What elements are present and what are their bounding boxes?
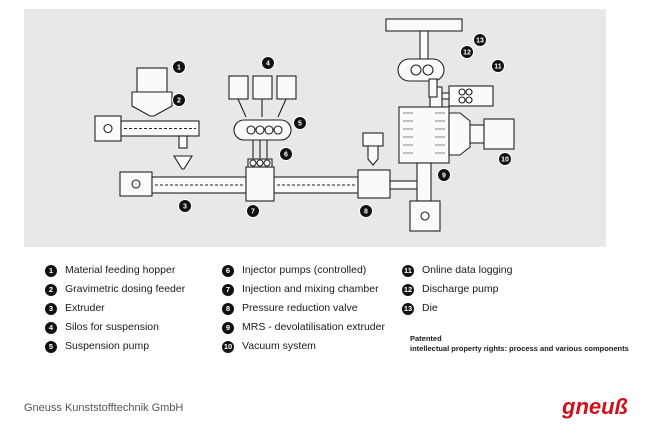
svg-text:9: 9 xyxy=(442,173,446,180)
suspension-pump xyxy=(233,119,292,158)
svg-text:11: 11 xyxy=(494,64,502,71)
mixing-chamber xyxy=(245,158,275,202)
company-name: Gneuss Kunststofftechnik GmbH xyxy=(24,402,184,414)
svg-text:2: 2 xyxy=(177,98,181,105)
dosing-feeder xyxy=(94,115,200,170)
feeding-hopper xyxy=(131,67,173,117)
patent-note: Patented intellectual property rights: p… xyxy=(410,334,629,354)
svg-text:8: 8 xyxy=(364,209,368,216)
svg-text:7: 7 xyxy=(251,209,255,216)
svg-text:1: 1 xyxy=(177,65,181,72)
logo-text: gneuß xyxy=(561,394,628,419)
extruder xyxy=(119,171,359,197)
mrs-extruder xyxy=(385,18,463,232)
patent-detail: intellectual property rights: process an… xyxy=(410,344,629,353)
vacuum-system xyxy=(448,112,515,156)
svg-text:6: 6 xyxy=(284,152,288,159)
svg-text:13: 13 xyxy=(476,38,484,45)
silos xyxy=(228,75,297,118)
svg-text:10: 10 xyxy=(501,157,509,164)
svg-text:5: 5 xyxy=(298,121,302,128)
svg-text:3: 3 xyxy=(183,204,187,211)
patent-title: Patented xyxy=(410,334,442,343)
svg-text:12: 12 xyxy=(463,50,471,57)
gneuss-logo: gneuß xyxy=(561,394,628,419)
svg-text:4: 4 xyxy=(266,61,270,68)
process-diagram: 1 2 3 4 5 6 7 8 9 10 11 12 13 xyxy=(24,9,606,247)
pressure-valve xyxy=(357,132,419,199)
data-logging xyxy=(441,85,494,107)
